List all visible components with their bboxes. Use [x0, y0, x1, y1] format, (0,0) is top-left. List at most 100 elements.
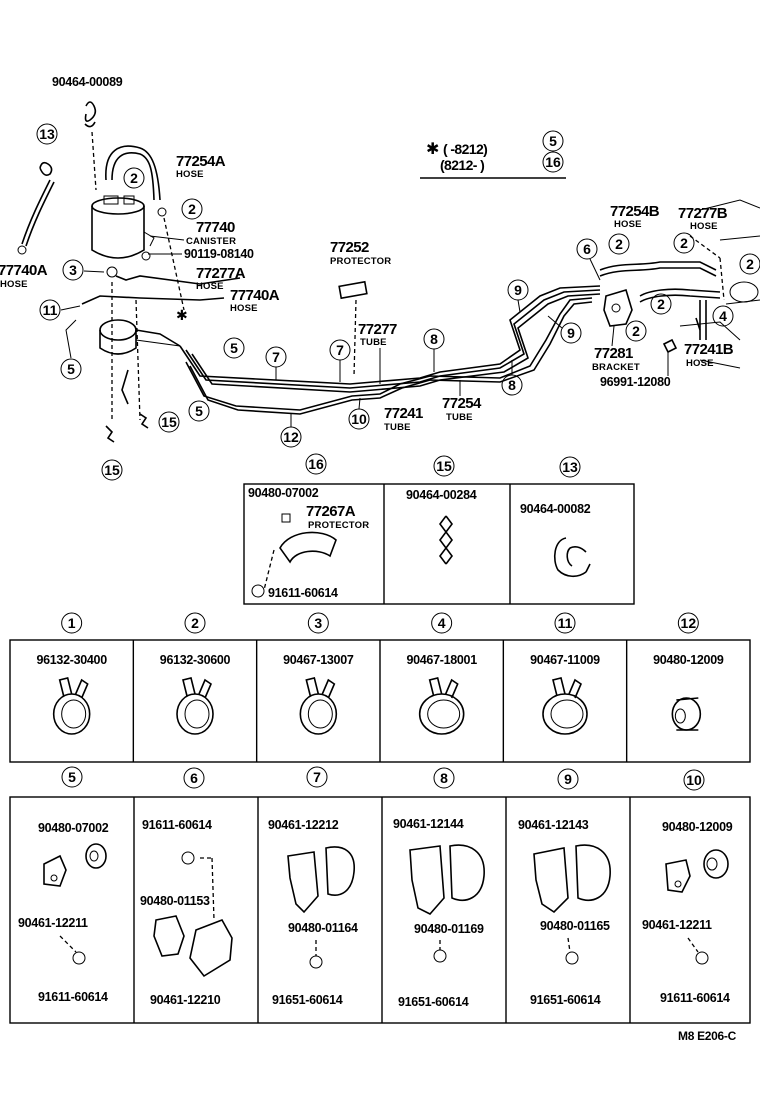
- svg-text:2: 2: [680, 235, 688, 251]
- svg-text:7: 7: [336, 342, 344, 358]
- star-mark: ✱: [176, 307, 188, 323]
- svg-text:13: 13: [562, 459, 578, 475]
- bolt-icon: [72, 951, 86, 965]
- callout-13: 13: [36, 123, 58, 145]
- middle-box-frame: [243, 483, 635, 605]
- r2-b9-p1: 90461-12143: [518, 818, 589, 832]
- label-77241: 77241: [384, 405, 423, 422]
- r2-b7-p2: 90480-01164: [288, 921, 358, 935]
- r2-b9-p3: 91651-60614: [530, 993, 601, 1007]
- row1-part-1: 96132-30400: [36, 653, 107, 667]
- grommet-icon: [325, 846, 355, 896]
- callout-6b: 6: [183, 767, 205, 789]
- label-77740A-2: 77740A: [230, 287, 280, 304]
- grommet-icon: [703, 849, 729, 879]
- svg-text:2: 2: [632, 323, 640, 339]
- bracket-icon: [603, 289, 633, 327]
- svg-text:11: 11: [558, 615, 573, 631]
- label-77277A: 77277A: [196, 265, 246, 282]
- label-77740A: 77740A: [0, 262, 48, 279]
- r2-b8-p2: 90480-01169: [414, 922, 484, 936]
- label-90119-08140: 90119-08140: [184, 247, 254, 261]
- row1-part-4: 90467-18001: [406, 653, 477, 667]
- callout-5b: 5: [223, 337, 245, 359]
- row1-callout-4: 4: [431, 612, 453, 634]
- bolt-icon: [251, 584, 265, 598]
- svg-text:3: 3: [69, 262, 77, 278]
- r2-b8-p1: 90461-12144: [393, 817, 464, 831]
- callout-6: 6: [576, 238, 598, 260]
- bolt-icon: [309, 955, 323, 969]
- middle-boxes: 16 15 13 90480-07002 77267A PROTECTOR 91…: [243, 453, 635, 605]
- callout-8c: 8: [433, 767, 455, 789]
- svg-text:9: 9: [564, 771, 572, 787]
- clip-13-icon: [39, 161, 53, 176]
- svg-text:10: 10: [351, 411, 367, 427]
- svg-text:HOSE: HOSE: [686, 358, 714, 369]
- callout-10: 10: [348, 408, 370, 430]
- callout-7a: 7: [265, 346, 287, 368]
- callout-5c: 5: [188, 400, 210, 422]
- hose-77254A: [105, 145, 161, 201]
- canister-77740: [91, 195, 155, 259]
- hose-clamp-icon: [418, 677, 465, 735]
- callout-2c: 2: [608, 233, 630, 255]
- svg-text:TUBE: TUBE: [384, 422, 411, 433]
- grommet-icon: [671, 697, 702, 731]
- row1-part-12: 90480-12009: [653, 653, 724, 667]
- label-96991-12080: 96991-12080: [600, 375, 671, 389]
- callout-15c: 15: [433, 455, 455, 477]
- footer-code: M8 E206-C: [678, 1029, 737, 1043]
- svg-text:HOSE: HOSE: [176, 169, 204, 180]
- svg-text:9: 9: [514, 282, 522, 298]
- callout-2d: 2: [673, 232, 695, 254]
- svg-text:10: 10: [686, 772, 702, 788]
- svg-text:5: 5: [68, 769, 76, 785]
- svg-text:8: 8: [440, 770, 448, 786]
- r2-b6-p1: 91611-60614: [142, 818, 212, 832]
- hose-clamp-icon: [52, 677, 91, 735]
- svg-text:PROTECTOR: PROTECTOR: [330, 256, 391, 267]
- svg-text:7: 7: [313, 769, 321, 785]
- label-77254A: 77254A: [176, 153, 226, 170]
- svg-text:2: 2: [191, 615, 199, 631]
- r2-b5-p1: 90480-07002: [38, 821, 109, 835]
- r2-b8-p3: 91651-60614: [398, 995, 469, 1009]
- svg-text:PROTECTOR: PROTECTOR: [308, 520, 369, 531]
- callout-11: 11: [39, 299, 61, 321]
- callout-7b: 7: [329, 339, 351, 361]
- row1-part-2: 96132-30600: [160, 653, 231, 667]
- label-90480-07002: 90480-07002: [248, 486, 319, 500]
- callout-2f: 2: [650, 293, 672, 315]
- svg-text:11: 11: [43, 302, 58, 318]
- grommet-icon: [153, 915, 185, 957]
- callout-9a: 9: [507, 279, 529, 301]
- r2-b6-p3: 90461-12210: [150, 993, 221, 1007]
- grommet-icon: [85, 843, 107, 869]
- row1-boxes: 196132-30400296132-30600390467-130074904…: [9, 612, 751, 763]
- svg-text:HOSE: HOSE: [690, 221, 718, 232]
- row1-callout-2: 2: [184, 612, 206, 634]
- bolt-icon: [141, 251, 151, 261]
- top-assembly: 90464-00089 13 77740A HOSE 77254A HOSE 2…: [0, 75, 760, 481]
- clip-15-icon: [139, 413, 149, 429]
- svg-text:13: 13: [39, 126, 55, 142]
- svg-text:BRACKET: BRACKET: [592, 362, 640, 373]
- callout-16: 16: [305, 453, 327, 475]
- hose-clamp-icon: [542, 677, 588, 735]
- svg-text:HOSE: HOSE: [230, 303, 258, 314]
- label-90464-00082: 90464-00082: [520, 502, 591, 516]
- svg-text:CANISTER: CANISTER: [186, 236, 236, 247]
- grommet-icon: [449, 844, 485, 901]
- svg-text:15: 15: [436, 458, 452, 474]
- svg-text:1: 1: [68, 615, 76, 631]
- callout-15a: 15: [158, 411, 180, 433]
- label-77277B: 77277B: [678, 205, 728, 222]
- label-77277: 77277: [358, 321, 397, 338]
- r2-b5-p2: 90461-12211: [18, 916, 88, 930]
- svg-text:5: 5: [67, 361, 75, 377]
- clamp-icon: [409, 845, 445, 915]
- callout-4: 4: [712, 305, 734, 327]
- label-90464-00284: 90464-00284: [406, 488, 477, 502]
